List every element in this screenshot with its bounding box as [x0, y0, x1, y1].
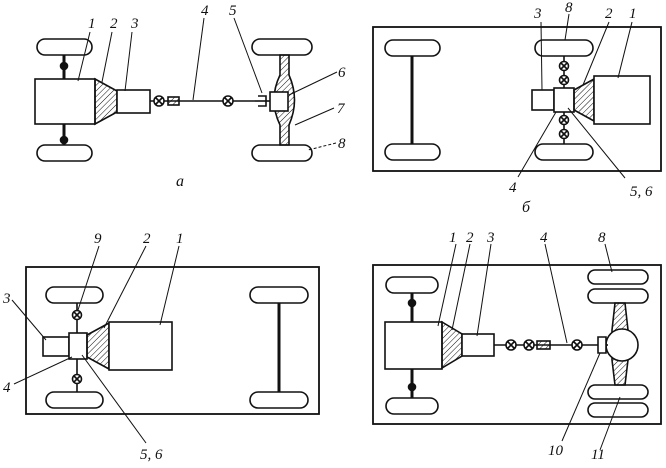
vehicle-outline [372, 264, 662, 425]
label-2: 2 [110, 16, 118, 32]
universal-joint [222, 95, 234, 107]
final-drive [68, 332, 88, 360]
label-3: 3 [533, 6, 542, 22]
gearbox [116, 89, 151, 114]
panel-a [34, 17, 338, 162]
gearbox [531, 89, 555, 111]
caption-a: а [176, 173, 184, 190]
wheel [587, 288, 649, 304]
vehicle-outline [372, 26, 662, 172]
label-5: 5 [229, 3, 237, 19]
universal-joint [505, 339, 583, 351]
label-2: 2 [143, 231, 151, 247]
label-1: 1 [176, 231, 184, 247]
engine [108, 321, 173, 371]
label-4: 4 [3, 380, 11, 396]
clutch-housing [86, 321, 110, 371]
label-2: 2 [605, 6, 613, 22]
final-drive-pinion [597, 336, 607, 354]
wheel [45, 391, 104, 409]
label-3: 3 [130, 16, 139, 32]
wheel [385, 276, 439, 294]
wheel [384, 39, 441, 57]
label-8: 8 [598, 230, 606, 246]
wheel [534, 39, 594, 57]
rear-wheel-left [251, 38, 313, 56]
label-1: 1 [629, 6, 637, 22]
vehicle-outline [25, 266, 320, 415]
panel-d [372, 243, 662, 451]
panel-c-labels: 9 2 1 3 4 5, 6 [2, 231, 184, 463]
gearbox [42, 336, 70, 357]
slip-joint [536, 340, 551, 350]
gearbox [461, 333, 495, 357]
label-10: 10 [548, 443, 564, 459]
front-wheel-left [36, 38, 93, 56]
engine [593, 75, 651, 125]
panel-b-labels: 3 8 2 1 4 5, 6 б [509, 0, 653, 216]
label-1: 1 [449, 230, 457, 246]
label-4: 4 [201, 3, 209, 19]
slip-joint [167, 96, 180, 106]
front-axle-hub [59, 61, 69, 71]
front-wheel-right [36, 144, 93, 162]
wheel [587, 384, 649, 400]
wheel [384, 143, 441, 161]
rear-wheel-right [251, 144, 313, 162]
label-8: 8 [338, 136, 346, 152]
cv-joint [71, 309, 83, 385]
clutch-housing [94, 77, 118, 126]
main-gear [269, 91, 289, 112]
wheel [45, 286, 104, 304]
label-3: 3 [2, 291, 11, 307]
label-7: 7 [337, 101, 346, 117]
label-9: 9 [94, 231, 102, 247]
label-4: 4 [509, 180, 517, 196]
label-11: 11 [591, 447, 605, 463]
wheel [587, 402, 649, 418]
cv-joint [558, 60, 570, 140]
wheel [587, 269, 649, 285]
clutch-housing [573, 77, 595, 123]
caption-b: б [522, 199, 531, 216]
panel-b [372, 13, 662, 179]
wheel [534, 143, 594, 161]
label-8: 8 [565, 0, 573, 16]
wheel [249, 391, 309, 409]
universal-joint [153, 95, 165, 107]
label-6: 6 [338, 65, 346, 81]
wheel [385, 397, 439, 415]
final-drive [553, 87, 575, 113]
engine [384, 321, 443, 370]
differential [605, 328, 639, 362]
label-2: 2 [466, 230, 474, 246]
label-4: 4 [540, 230, 548, 246]
engine [34, 78, 96, 125]
panel-a-labels: 1 2 3 4 5 6 7 8 а [88, 3, 346, 190]
wheel [249, 286, 309, 304]
label-3: 3 [486, 230, 495, 246]
panel-d-labels: 1 2 3 4 8 10 11 [449, 230, 606, 463]
panel-c [11, 245, 320, 444]
label-5-6: 5, 6 [630, 184, 653, 200]
label-1: 1 [88, 16, 96, 32]
front-axle-hub [59, 135, 69, 145]
label-5-6: 5, 6 [140, 447, 163, 463]
